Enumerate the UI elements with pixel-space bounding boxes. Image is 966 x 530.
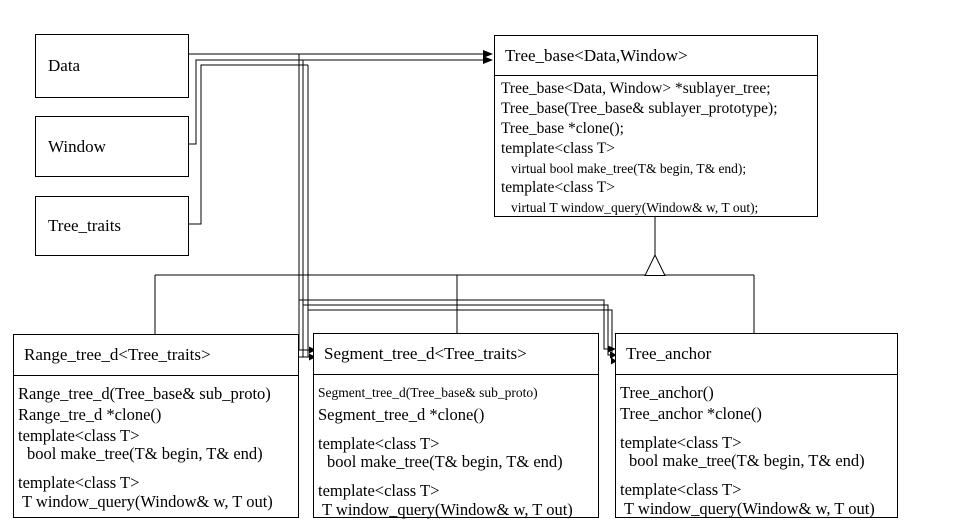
member-line: Tree_anchor() <box>620 383 714 402</box>
member-line: T window_query(Window& w, T out) <box>322 500 573 519</box>
member-line: bool make_tree(T& begin, T& end) <box>327 452 563 471</box>
arrowhead-into-tree-base <box>483 56 493 64</box>
dependency-wire-tree-traits <box>175 65 308 224</box>
arrowhead-into-tree-base <box>483 50 493 58</box>
member-line: Segment_tree_d *clone() <box>318 405 485 424</box>
param-label-data: Data <box>48 56 81 75</box>
member-line: template<class T> <box>501 179 616 196</box>
param-box-window: Window <box>35 116 189 177</box>
class-title-tree-anchor: Tree_anchor <box>616 334 897 375</box>
param-box-data: Data <box>35 34 189 98</box>
member-line: virtual bool make_tree(T& begin, T& end)… <box>511 161 747 176</box>
member-line: template<class T> <box>318 481 440 500</box>
member-line: Range_tree_d(Tree_base& sub_proto) <box>18 384 271 403</box>
param-label-tree-traits: Tree_traits <box>48 216 122 235</box>
class-box-segment-tree-d: Segment_tree_d<Tree_traits> Segment_tree… <box>313 333 599 519</box>
member-line: Tree_base *clone(); <box>501 120 624 137</box>
member-line: Tree_base(Tree_base& sublayer_prototype)… <box>501 100 778 117</box>
class-title-tree-base: Tree_base<Data,Window> <box>495 36 817 76</box>
member-line: T window_query(Window& w, T out) <box>22 492 273 511</box>
param-box-tree-traits: Tree_traits <box>35 196 189 256</box>
member-line: Tree_base<Data, Window> *sublayer_tree; <box>501 80 771 97</box>
class-box-range-tree-d: Range_tree_d<Tree_traits> Range_tree_d(T… <box>13 334 299 518</box>
member-line: T window_query(Window& w, T out) <box>624 499 875 518</box>
member-line: template<class T> <box>620 480 742 499</box>
member-line: Tree_anchor *clone() <box>620 404 762 423</box>
member-line: Segment_tree_d(Tree_base& sub_proto) <box>318 385 538 400</box>
class-title-segment-tree-d: Segment_tree_d<Tree_traits> <box>314 334 598 375</box>
member-line: template<class T> <box>501 140 616 157</box>
member-line: bool make_tree(T& begin, T& end) <box>629 451 865 470</box>
member-line: template<class T> <box>620 433 742 452</box>
member-line: template<class T> <box>18 426 140 445</box>
inheritance-triangle-icon <box>645 255 665 276</box>
member-line: Range_tre_d *clone() <box>18 405 162 424</box>
dependency-wire-window <box>175 60 483 144</box>
member-line: template<class T> <box>18 473 140 492</box>
member-line: virtual T window_query(Window& w, T out)… <box>511 200 759 215</box>
class-box-tree-anchor: Tree_anchor Tree_anchor() Tree_anchor *c… <box>615 333 898 518</box>
member-line: template<class T> <box>318 434 440 453</box>
class-title-range-tree-d: Range_tree_d<Tree_traits> <box>14 335 298 376</box>
class-box-tree-base: Tree_base<Data,Window> Tree_base<Data, W… <box>494 35 818 217</box>
param-label-window: Window <box>48 136 106 156</box>
member-line: bool make_tree(T& begin, T& end) <box>27 444 263 463</box>
